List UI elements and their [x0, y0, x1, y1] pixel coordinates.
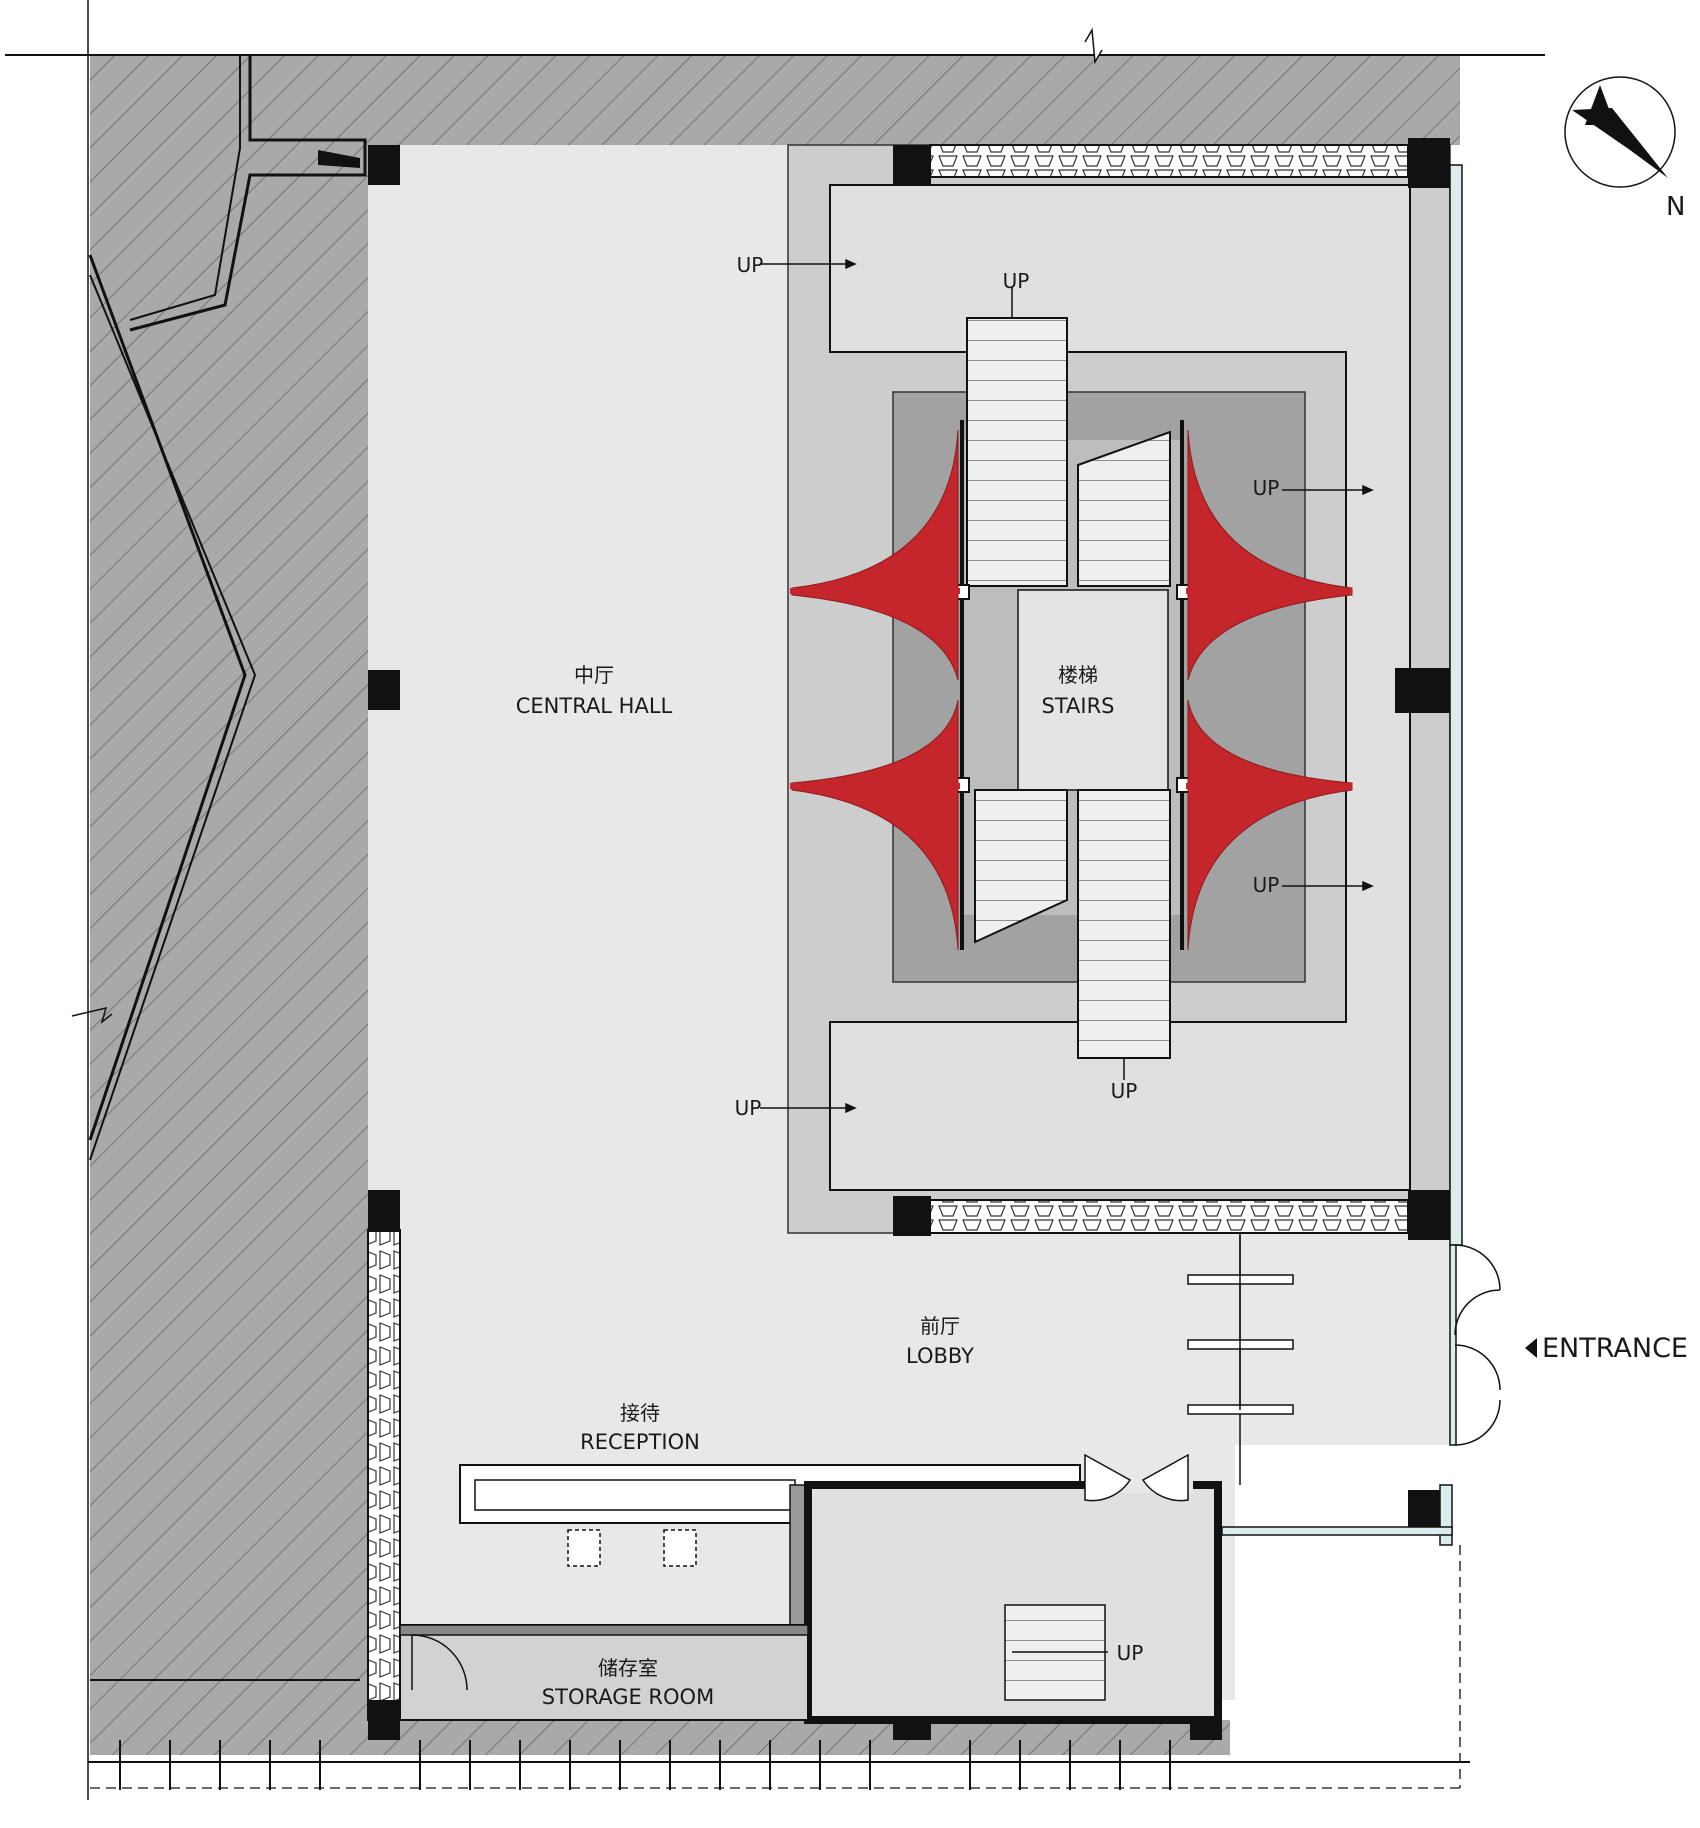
up-arrow-icon — [760, 258, 1374, 1653]
red-sculpture — [790, 429, 1353, 951]
up-label: UP — [735, 1096, 762, 1120]
room-labels: 中厅 CENTRAL HALL 楼梯 STAIRS 前厅 LOBBY 接待 RE… — [516, 192, 1688, 1709]
stairs-label-cn: 楼梯 — [1058, 663, 1098, 687]
up-label: UP — [1117, 1641, 1144, 1665]
site-hatch — [5, 0, 1545, 1800]
up-label: UP — [1253, 476, 1280, 500]
up-label: UP — [737, 253, 764, 277]
stairs-label-en: STAIRS — [1041, 694, 1114, 718]
lobby-label-en: LOBBY — [906, 1344, 974, 1368]
central-hall-label-en: CENTRAL HALL — [516, 694, 673, 718]
entrance-label: ENTRANCE — [1542, 1333, 1688, 1364]
entrance-doors[interactable] — [1187, 1233, 1501, 1485]
north-arrow-icon — [1564, 76, 1676, 188]
storage-label-en: STORAGE ROOM — [542, 1685, 714, 1709]
up-label: UP — [1003, 269, 1030, 293]
stair-flights — [954, 317, 1192, 1059]
storage-label-cn: 储存室 — [598, 1656, 658, 1680]
central-hall-label-cn: 中厅 — [574, 663, 614, 687]
stair-zone — [787, 144, 1451, 1234]
up-label: UP — [1253, 873, 1280, 897]
pergola-posts — [90, 1545, 1461, 1790]
reception-label-en: RECEPTION — [580, 1430, 700, 1454]
up-label: UP — [1111, 1079, 1138, 1103]
entrance-arrow-icon — [1525, 1338, 1537, 1358]
lobby-label-cn: 前厅 — [920, 1314, 960, 1338]
office-room — [399, 1453, 1222, 1724]
north-label: N — [1666, 192, 1685, 222]
reception-label-cn: 接待 — [620, 1401, 660, 1425]
